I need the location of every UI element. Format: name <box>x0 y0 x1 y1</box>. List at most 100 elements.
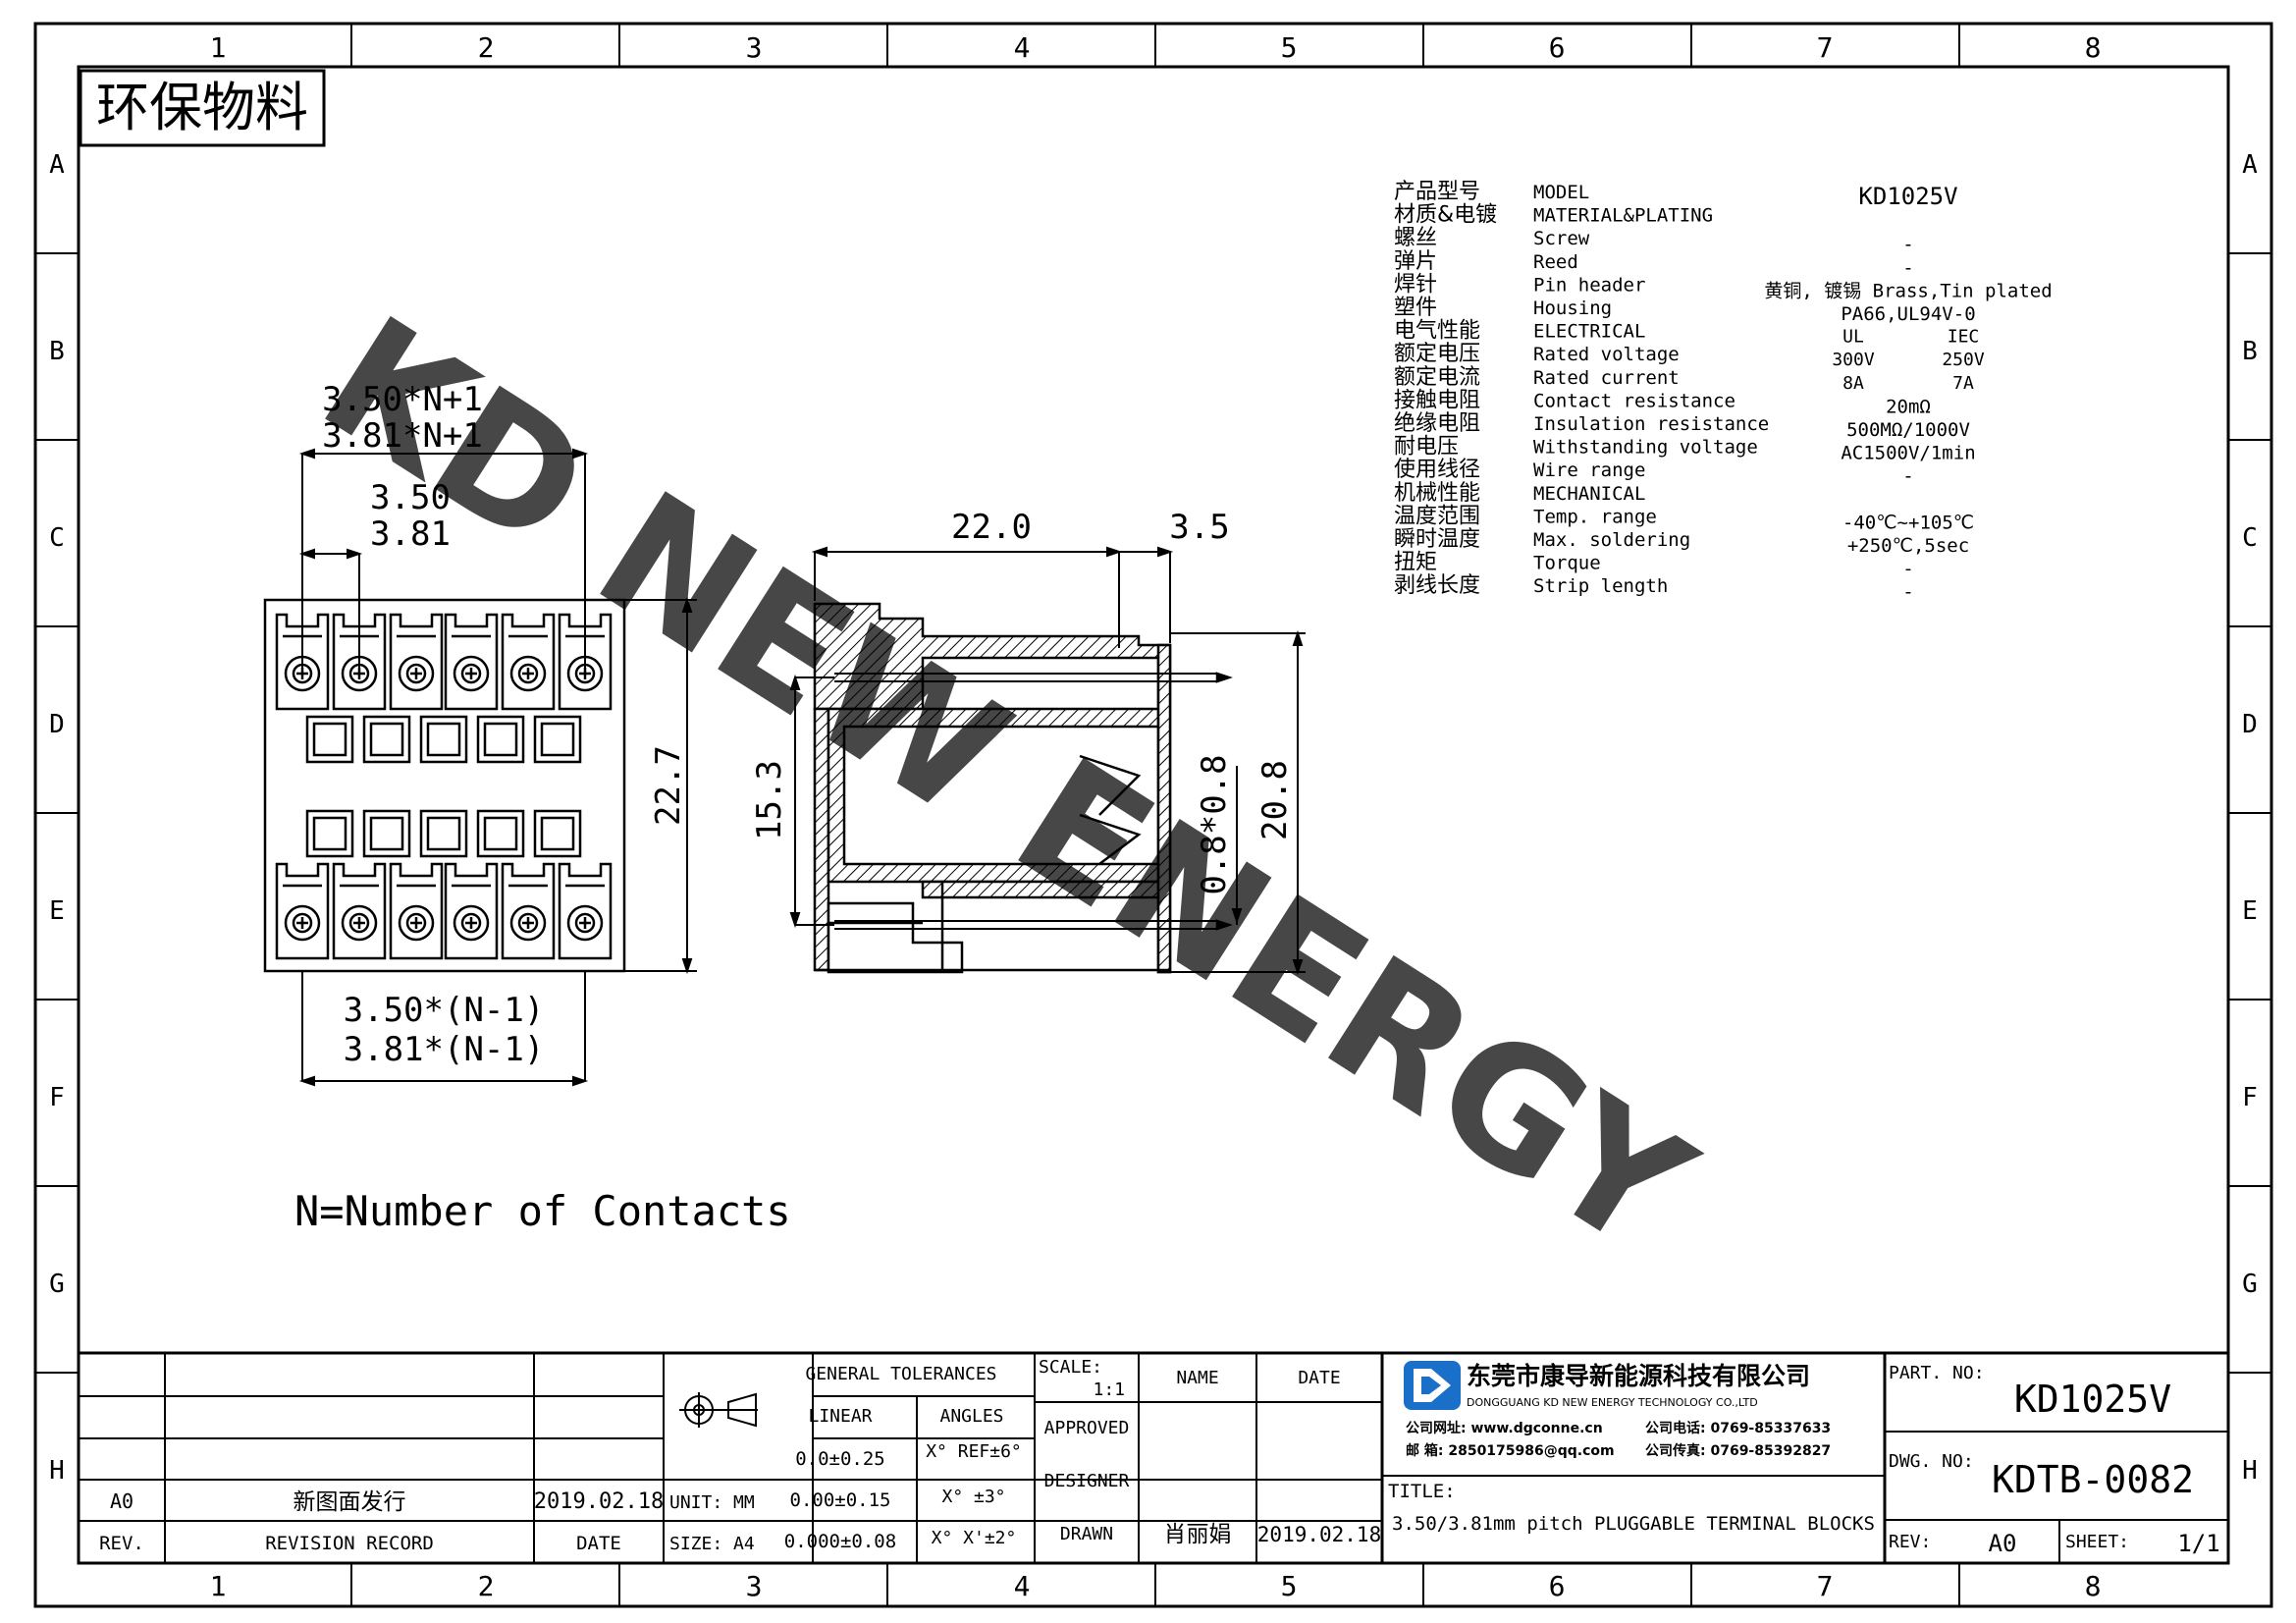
spec-en: Screw <box>1533 228 1590 249</box>
spec-en: Temp. range <box>1533 506 1657 527</box>
front-dimensions <box>298 448 697 1087</box>
bottom-terminal-row <box>275 862 613 960</box>
col-label: 7 <box>1817 1570 1834 1602</box>
column-labels-bottom: 1 2 3 4 5 6 7 8 <box>210 1570 2102 1602</box>
spec-cn: 额定电流 <box>1394 365 1480 390</box>
spec-value: KD1025V <box>1858 183 1957 210</box>
terminal-screw <box>501 613 556 711</box>
spec-en: Strip length <box>1533 575 1668 597</box>
scale-value: 1:1 <box>1093 1380 1125 1400</box>
spec-cn: 弹片 <box>1394 249 1437 274</box>
col-label: 5 <box>1281 31 1298 64</box>
row-label: A <box>49 150 65 180</box>
spec-cn: 扭矩 <box>1394 551 1437 575</box>
dim-top-350: 3.50*N+1 <box>322 380 483 419</box>
col-label: 3 <box>746 1570 763 1602</box>
company-fax: 公司传真: 0769-85392827 <box>1645 1442 1831 1459</box>
col-label: 4 <box>1014 31 1031 64</box>
spec-value: AC1500V/1min <box>1841 443 1975 464</box>
spec-cn: 机械性能 <box>1394 481 1480 506</box>
part-no: KD1025V <box>2014 1378 2171 1421</box>
spec-value: - <box>1902 465 1913 487</box>
terminal-screw <box>389 613 444 711</box>
spec-en: Rated current <box>1533 367 1680 389</box>
row-label: H <box>2242 1456 2258 1486</box>
bottom-square-openings <box>305 809 582 858</box>
spec-cn: 螺丝 <box>1394 226 1437 250</box>
row-label: A <box>2242 150 2258 180</box>
spec-cn: 产品型号 <box>1394 180 1480 204</box>
dim-side-pin: 0.8*0.8 <box>1195 754 1234 894</box>
spec-en: ELECTRICAL <box>1533 321 1645 343</box>
tol-angle-1: X° REF±6° <box>926 1441 1022 1462</box>
company-email: 邮 箱: 2850175986@qq.com <box>1406 1442 1615 1459</box>
square-opening <box>419 809 468 858</box>
dim-top-381: 3.81*N+1 <box>322 416 483 456</box>
spec-en: Insulation resistance <box>1533 413 1769 435</box>
terminal-screw <box>444 862 499 960</box>
col-label: 7 <box>1817 31 1834 64</box>
general-tolerances: GENERAL TOLERANCES <box>805 1364 996 1384</box>
spec-en: Contact resistance <box>1533 390 1735 411</box>
scale-label: SCALE: <box>1039 1357 1102 1378</box>
spec-cn: 材质&电镀 <box>1394 203 1497 228</box>
spec-en: MECHANICAL <box>1533 483 1645 505</box>
rev2-label: REV: <box>1889 1532 1931 1552</box>
spec-cn: 额定电压 <box>1394 342 1480 366</box>
row-label: F <box>2242 1083 2258 1112</box>
col-label: 6 <box>1549 31 1566 64</box>
terminal-screw <box>275 862 330 960</box>
company-name-cn: 东莞市康导新能源科技有限公司 <box>1467 1362 1810 1390</box>
col-label: 8 <box>2085 31 2102 64</box>
spec-value: - <box>1902 234 1913 255</box>
spec-cn: 电气性能 <box>1394 319 1480 344</box>
row-labels-right: A B C D E F G H <box>2242 150 2258 1486</box>
spec-value-ul: 300V <box>1832 350 1875 370</box>
sheet-value: 1/1 <box>2177 1530 2219 1557</box>
spec-en: Torque <box>1533 553 1601 574</box>
date-col-label: DATE <box>1298 1368 1340 1388</box>
spec-value-ul: 8A <box>1842 373 1864 394</box>
dim-side-153: 15.3 <box>750 760 789 840</box>
title-label: TITLE: <box>1388 1481 1456 1502</box>
spec-cn: 瞬时温度 <box>1394 527 1480 552</box>
square-opening <box>476 809 525 858</box>
unit: UNIT: MM <box>669 1492 755 1513</box>
drawn-label: DRAWN <box>1060 1524 1113 1544</box>
col-label: 2 <box>478 31 495 64</box>
row-labels-left: A B C D E F G H <box>49 150 65 1486</box>
square-opening <box>362 809 411 858</box>
column-labels-top: 1 2 3 4 5 6 7 8 <box>210 31 2102 64</box>
eco-material-stamp: 环保物料 <box>79 69 326 147</box>
title-block-text: A0 新图面发行 2019.02.18 REV. REVISION RECORD… <box>99 1357 2220 1557</box>
spec-value-iec: IEC <box>1948 327 1980 348</box>
part-no-label: PART. NO: <box>1889 1363 1985 1383</box>
col-label: 1 <box>210 1570 227 1602</box>
row-label: E <box>2242 896 2258 926</box>
square-opening <box>362 715 411 764</box>
col-label: 8 <box>2085 1570 2102 1602</box>
spec-cn: 接触电阻 <box>1394 388 1480 412</box>
sheet-label: SHEET: <box>2065 1532 2129 1552</box>
spec-value: - <box>1902 257 1913 279</box>
date-label: DATE <box>576 1533 621 1554</box>
spec-en: Rated voltage <box>1533 344 1680 365</box>
row-label: D <box>49 710 65 739</box>
top-terminal-row <box>275 613 613 711</box>
dim-front-height: 22.7 <box>649 745 688 826</box>
row-label: B <box>49 337 65 366</box>
outer-frame <box>33 22 2273 1608</box>
rev-date-value: 2019.02.18 <box>534 1489 664 1514</box>
spec-en: Housing <box>1533 298 1612 319</box>
spec-value-ul: UL <box>1842 327 1864 348</box>
spec-value-iec: 7A <box>1952 373 1974 394</box>
